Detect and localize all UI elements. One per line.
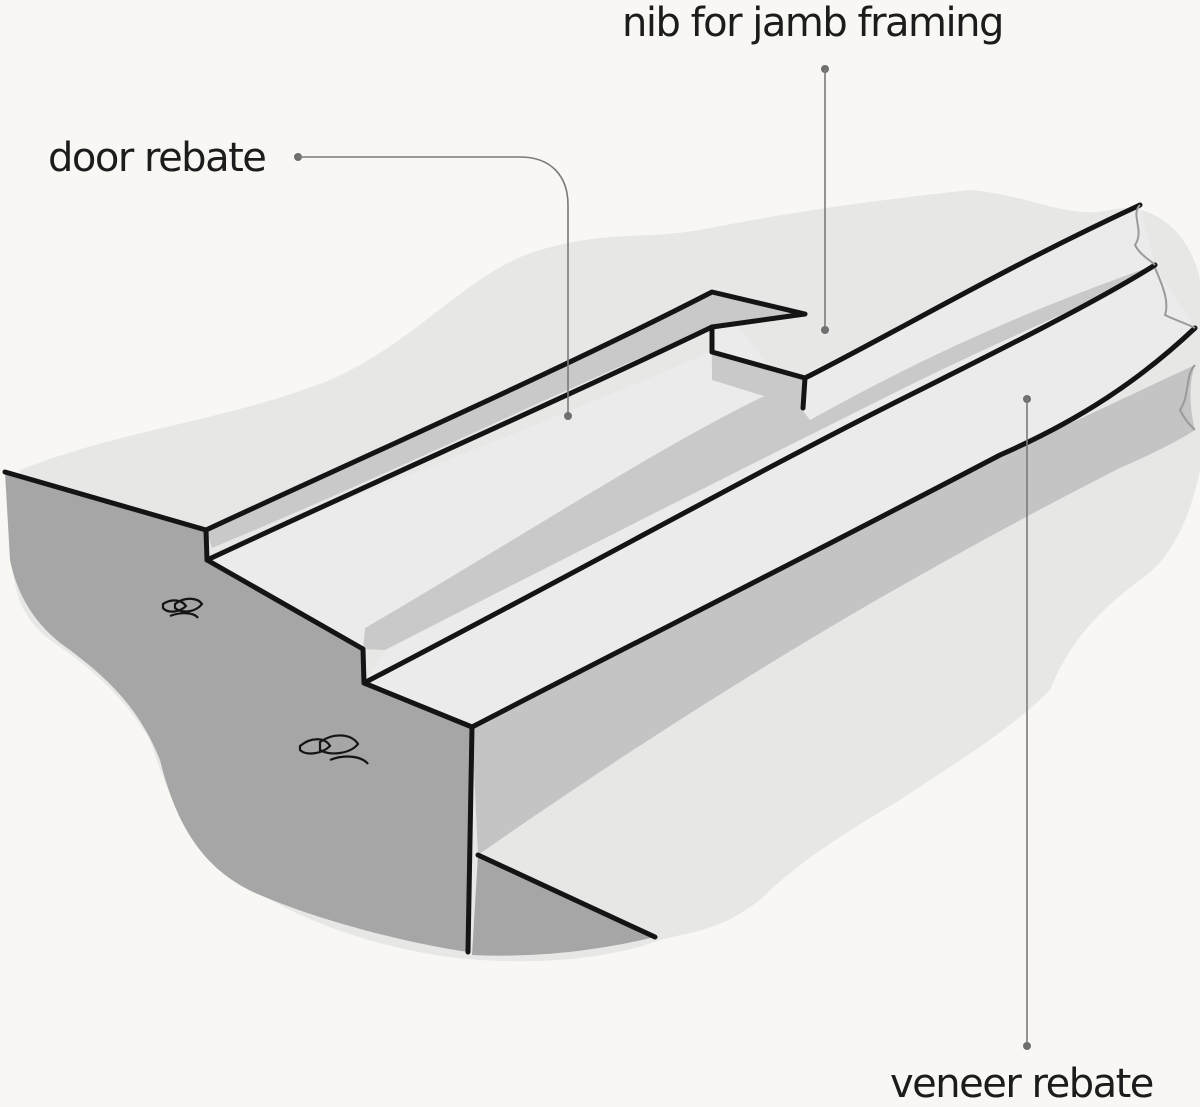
outline-side-top	[469, 325, 1198, 730]
nib-wall	[712, 292, 805, 408]
side-face	[472, 365, 1195, 855]
grain-mark-1	[161, 597, 204, 619]
grain-mark-2	[298, 734, 369, 765]
outline-rebate-back	[203, 289, 808, 533]
lower-end-face	[472, 855, 655, 956]
leader-veneer-rebate	[1023, 395, 1031, 1050]
broken-end-low	[1178, 364, 1196, 431]
outline-inner-rebate	[204, 324, 715, 563]
veneer-rebate-label: veneer rebate	[890, 1061, 1154, 1107]
broken-end-top	[1133, 204, 1156, 266]
leader-nib	[821, 65, 829, 334]
nib-label: nib for jamb framing	[622, 0, 1004, 46]
outline-step	[361, 262, 1158, 686]
leader-door-rebate	[294, 153, 572, 420]
outline-side-bottom	[475, 852, 658, 940]
rebate-step-wall	[363, 265, 1155, 650]
veneer-top-face	[364, 268, 1195, 727]
door-rebate-label: door rebate	[48, 135, 267, 181]
broken-end-mid	[1154, 267, 1196, 329]
end-face	[5, 472, 472, 952]
outline-nib-top	[802, 202, 1143, 381]
door-rebate-floor	[207, 352, 805, 649]
